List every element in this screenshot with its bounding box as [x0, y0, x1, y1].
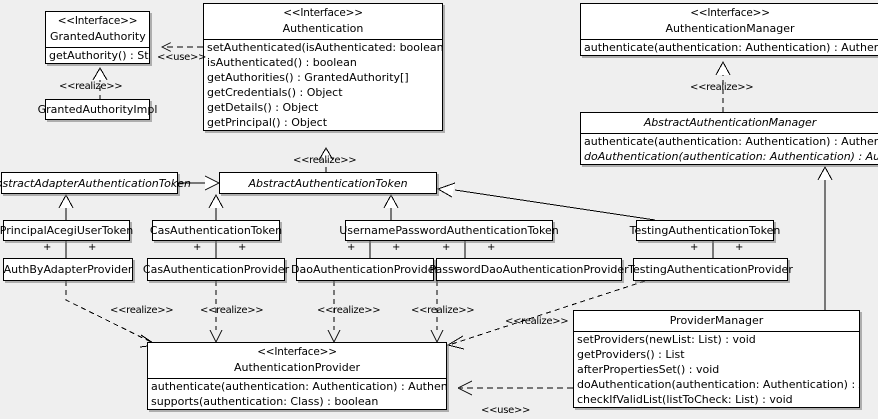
- class-authentication[interactable]: <<Interface>> Authentication setAuthenti…: [203, 3, 443, 131]
- operation-row: afterPropertiesSet() : void: [577, 363, 720, 376]
- assoc-plus-marker: +: [347, 242, 356, 253]
- operation-row: authenticate(authentication: Authenticat…: [584, 41, 878, 54]
- edge-label-realize-passworddaoauthenticationprovider: <<realize>>: [411, 305, 475, 316]
- class-name: PasswordDaoAuthenticationProvider: [429, 263, 629, 276]
- class-operations: authenticate(authentication: Authenticat…: [581, 40, 878, 55]
- class-name: DaoAuthenticationProvider: [291, 263, 439, 276]
- class-password-dao-authentication-provider[interactable]: PasswordDaoAuthenticationProvider: [429, 258, 629, 281]
- class-operations: setAuthenticated(isAuthenticated: boolea…: [204, 40, 442, 130]
- class-divider: [204, 39, 442, 40]
- operation-row: getAuthorities() : GrantedAuthority[]: [207, 71, 409, 84]
- class-granted-authority[interactable]: <<Interface>> GrantedAuthority getAuthor…: [45, 11, 150, 64]
- class-testing-authentication-token[interactable]: TestingAuthenticationToken: [630, 220, 780, 241]
- class-principal-acegi-user-token[interactable]: PrincipalAcegiUserToken: [0, 220, 133, 241]
- class-operations: setProviders(newList: List) : void getPr…: [574, 332, 859, 407]
- class-name: CasAuthenticationProvider: [142, 263, 290, 276]
- class-name: AuthenticationManager: [665, 22, 795, 35]
- class-auth-by-adapter-provider[interactable]: AuthByAdapterProvider: [3, 258, 133, 281]
- class-abstract-adapter-authentication-token[interactable]: AbstractAdapterAuthenticationToken: [0, 172, 191, 194]
- class-dao-authentication-provider[interactable]: DaoAuthenticationProvider: [291, 258, 439, 281]
- class-name: UsernamePasswordAuthenticationToken: [339, 224, 559, 237]
- operation-row: authenticate(authentication: Authenticat…: [584, 135, 878, 148]
- class-divider: [574, 331, 859, 332]
- assoc-plus-marker: +: [392, 242, 401, 253]
- operation-row: getPrincipal() : Object: [207, 116, 328, 129]
- class-name: GrantedAuthority: [50, 30, 146, 43]
- class-header: ProviderManager: [574, 311, 859, 331]
- operation-row: setAuthenticated(isAuthenticated: boolea…: [207, 41, 442, 54]
- edge-label-realize-abstractauthenticationmanager: <<realize>>: [690, 82, 754, 93]
- class-divider: [46, 47, 149, 48]
- operation-row: doAuthentication(authentication: Authent…: [577, 378, 859, 391]
- assoc-plus-marker: +: [487, 242, 496, 253]
- operation-row: getAuthority() : String: [49, 49, 149, 62]
- class-name: CasAuthenticationToken: [149, 224, 283, 237]
- operation-row: doAuthentication(authentication: Authent…: [584, 150, 878, 163]
- assoc-plus-marker: +: [43, 242, 52, 253]
- class-operations: getAuthority() : String: [46, 48, 149, 63]
- class-testing-authentication-provider[interactable]: TestingAuthenticationProvider: [628, 258, 793, 281]
- edge-label-realize-grantedauthorityimpl: <<realize>>: [59, 81, 123, 92]
- operation-row: supports(authentication: Class) : boolea…: [151, 395, 379, 408]
- class-operations: authenticate(authentication: Authenticat…: [581, 134, 878, 164]
- edge-label-use-grantedauthority: <<use>>: [157, 52, 207, 63]
- edge-label-realize-abstractauthenticationtoken: <<realize>>: [293, 155, 357, 166]
- operation-row: isAuthenticated() : boolean: [207, 56, 357, 69]
- edge-label-realize-daoauthenticationprovider: <<realize>>: [317, 305, 381, 316]
- class-name: AbstractAuthenticationManager: [643, 116, 817, 129]
- class-name: AbstractAuthenticationToken: [248, 176, 408, 190]
- class-name: ProviderManager: [669, 314, 764, 327]
- class-stereotype: <<Interface>>: [690, 7, 770, 19]
- class-stereotype: <<Interface>>: [283, 7, 363, 19]
- edge-label-realize-casauthenticationprovider: <<realize>>: [200, 305, 264, 316]
- edge-label-realize-authbyadapterprovider: <<realize>>: [110, 305, 174, 316]
- class-header: <<Interface>> GrantedAuthority: [46, 12, 149, 47]
- class-abstract-authentication-manager[interactable]: AbstractAuthenticationManager authentica…: [580, 112, 878, 165]
- edge-label-use-providermanager: <<use>>: [481, 405, 531, 416]
- class-provider-manager[interactable]: ProviderManager setProviders(newList: Li…: [573, 310, 860, 408]
- class-stereotype: <<Interface>>: [257, 346, 337, 358]
- assoc-plus-marker: +: [88, 242, 97, 253]
- assoc-plus-marker: +: [238, 242, 247, 253]
- class-header: <<Interface>> AuthenticationProvider: [148, 343, 446, 378]
- edge-label-realize-testingauthenticationprovider: <<realize>>: [505, 316, 569, 327]
- class-operations: authenticate(authentication: Authenticat…: [148, 379, 446, 409]
- class-name: Authentication: [282, 22, 364, 35]
- class-abstract-authentication-token[interactable]: AbstractAuthenticationToken: [219, 172, 437, 194]
- class-name: PrincipalAcegiUserToken: [0, 224, 134, 237]
- class-divider: [581, 39, 878, 40]
- class-header: AbstractAuthenticationManager: [581, 113, 878, 133]
- class-name: TestingAuthenticationToken: [629, 224, 781, 237]
- class-stereotype: <<Interface>>: [57, 15, 138, 27]
- class-header: <<Interface>> AuthenticationManager: [581, 4, 878, 39]
- operation-row: checkIfValidList(listToCheck: List) : vo…: [577, 393, 793, 406]
- assoc-plus-marker: +: [442, 242, 451, 253]
- class-authentication-provider[interactable]: <<Interface>> AuthenticationProvider aut…: [147, 342, 447, 410]
- class-header: <<Interface>> Authentication: [204, 4, 442, 39]
- class-name: AuthenticationProvider: [233, 361, 361, 374]
- class-authentication-manager[interactable]: <<Interface>> AuthenticationManager auth…: [580, 3, 878, 56]
- class-cas-authentication-token[interactable]: CasAuthenticationToken: [150, 220, 282, 241]
- class-name: AbstractAdapterAuthenticationToken: [0, 176, 191, 190]
- operation-row: getCredentials() : Object: [207, 86, 343, 99]
- edge-tat-extends-aat: [454, 189, 656, 221]
- class-divider: [581, 133, 878, 134]
- assoc-plus-marker: +: [193, 242, 202, 253]
- class-granted-authority-impl[interactable]: GrantedAuthorityImpl: [38, 99, 157, 120]
- operation-row: authenticate(authentication: Authenticat…: [151, 380, 446, 393]
- class-name: GrantedAuthorityImpl: [37, 103, 158, 116]
- assoc-plus-marker: +: [690, 242, 699, 253]
- operation-row: getDetails() : Object: [207, 101, 319, 114]
- class-cas-authentication-provider[interactable]: CasAuthenticationProvider: [143, 258, 289, 281]
- assoc-plus-marker: +: [735, 242, 744, 253]
- class-name: AuthByAdapterProvider: [3, 263, 133, 276]
- class-divider: [148, 378, 446, 379]
- operation-row: setProviders(newList: List) : void: [577, 333, 756, 346]
- class-username-password-authentication-token[interactable]: UsernamePasswordAuthenticationToken: [339, 220, 559, 241]
- class-name: TestingAuthenticationProvider: [628, 263, 793, 276]
- operation-row: getProviders() : List: [577, 348, 685, 361]
